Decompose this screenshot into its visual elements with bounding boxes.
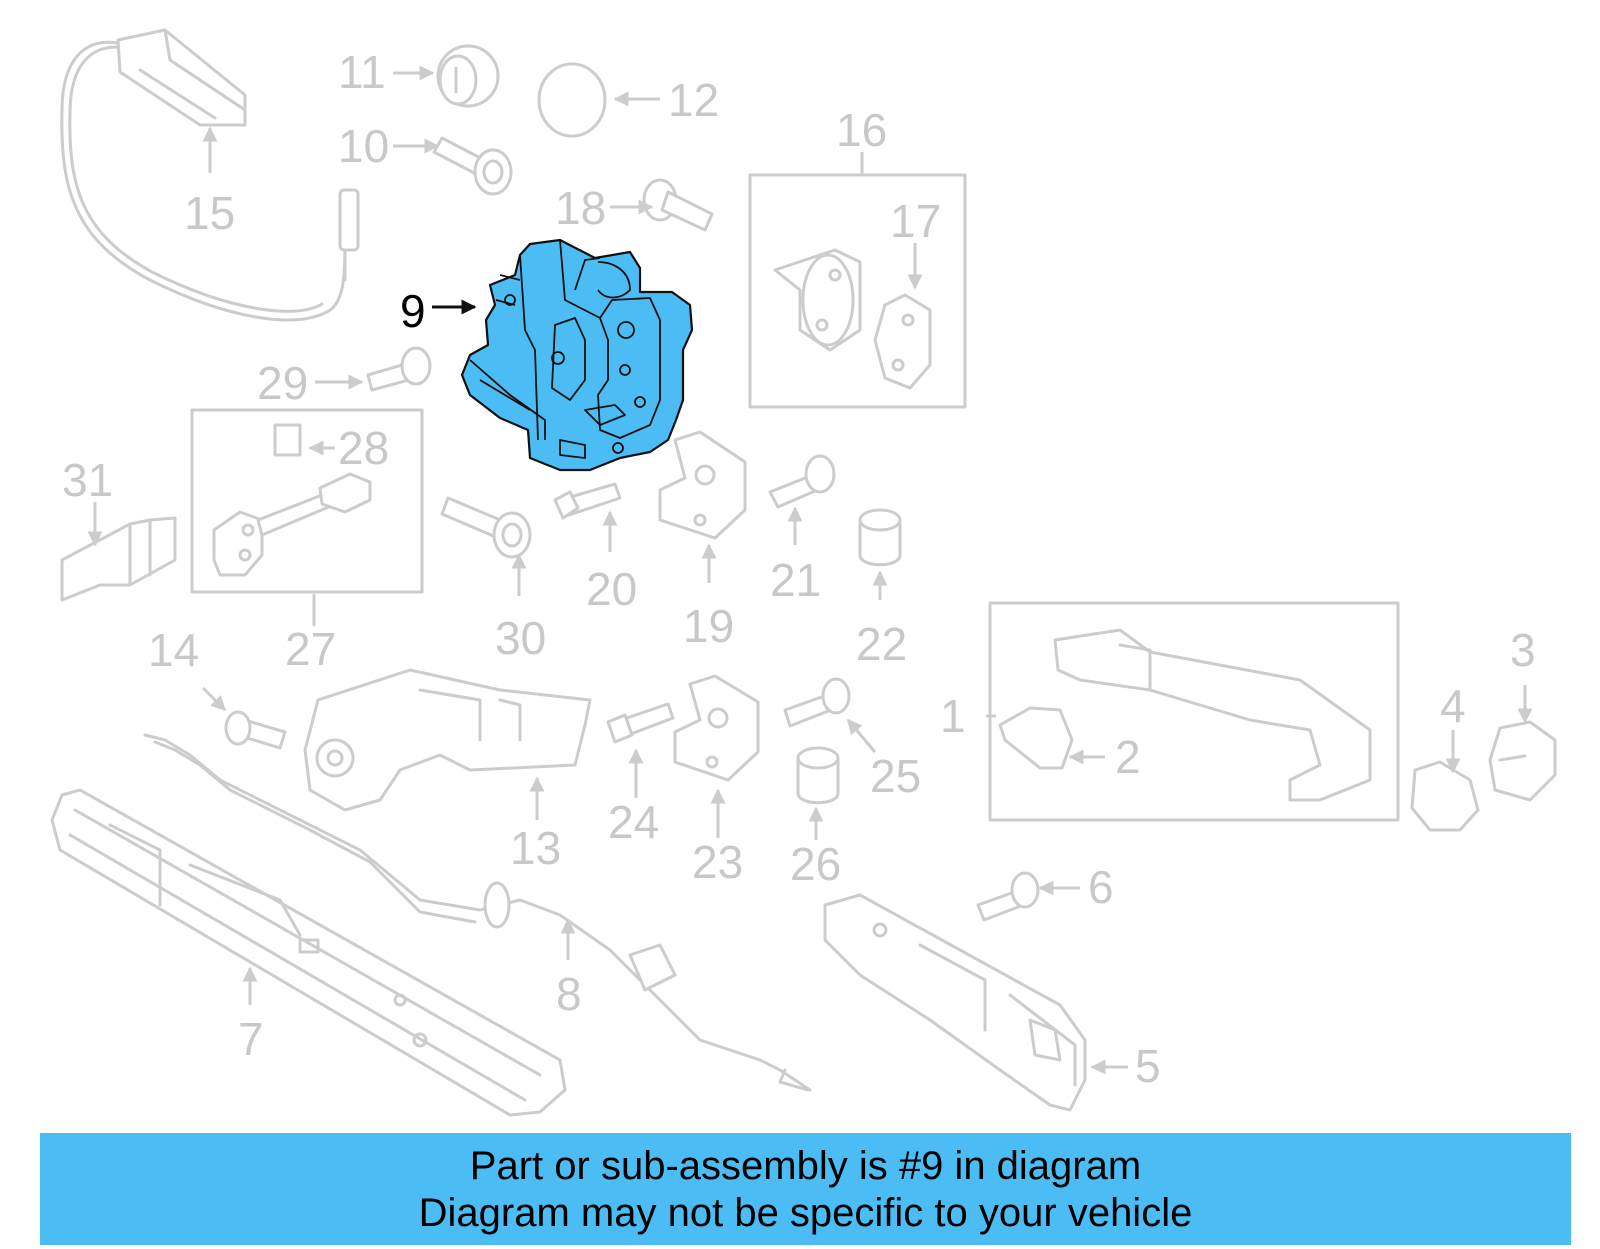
callout-15: 15 (184, 187, 235, 239)
part-10-bolt (432, 136, 513, 196)
callout-27: 27 (285, 623, 336, 675)
part-4-gasket (1410, 760, 1480, 832)
callout-23: 23 (692, 836, 743, 888)
callout-7: 7 (238, 1013, 264, 1065)
part-31-connector (60, 516, 177, 602)
callout-labels: 11 12 10 16 15 18 17 9 29 28 31 20 21 19… (62, 46, 1536, 1092)
part-16-box (748, 173, 967, 409)
callout-25: 25 (870, 750, 921, 802)
callout-8: 8 (556, 968, 582, 1020)
part-9-door-latch[interactable] (460, 238, 694, 472)
callout-31: 31 (62, 454, 113, 506)
part-5-bracket (823, 893, 1087, 1112)
callout-17: 17 (890, 195, 941, 247)
part-19-hinge (658, 430, 747, 540)
part-29-bolt (366, 346, 432, 392)
part-30-bolt (440, 496, 532, 559)
part-22-bushing (858, 508, 902, 567)
callout-1: 1 (940, 690, 966, 742)
callout-11: 11 (338, 46, 386, 98)
callout-9: 9 (400, 285, 426, 337)
callout-24: 24 (608, 796, 659, 848)
part-8-cable (143, 733, 812, 1092)
banner-line-1: Part or sub-assembly is #9 in diagram (469, 1144, 1142, 1188)
part-12-plug (537, 62, 607, 138)
part-26-bushing (796, 746, 840, 805)
part-11-grommet (436, 44, 500, 108)
callout-14: 14 (148, 624, 199, 676)
callout-10: 10 (338, 120, 389, 172)
callout-12: 12 (668, 74, 719, 126)
part-24-bolt (606, 702, 675, 744)
callout-5: 5 (1135, 1040, 1161, 1092)
callout-30: 30 (495, 612, 546, 664)
part-15-cable (60, 28, 360, 322)
part-20-bolt (553, 482, 622, 520)
callout-29: 29 (257, 357, 308, 409)
callout-28: 28 (338, 422, 389, 474)
callout-2: 2 (1115, 731, 1141, 783)
callout-16: 16 (836, 104, 887, 156)
part-25-bolt (783, 677, 851, 728)
callout-20: 20 (586, 563, 637, 615)
callout-3: 3 (1510, 624, 1536, 676)
part-3-cap (1488, 720, 1557, 802)
callout-6: 6 (1088, 861, 1114, 913)
part-14-bolt (224, 710, 287, 750)
callout-26: 26 (790, 838, 841, 890)
part-13-housing (303, 668, 592, 812)
banner-line-2: Diagram may not be specific to your vehi… (418, 1191, 1193, 1235)
part-1-box (988, 601, 1400, 822)
part-6-bolt (976, 871, 1040, 922)
callout-19: 19 (683, 600, 734, 652)
callout-21: 21 (770, 554, 821, 606)
callout-4: 4 (1440, 680, 1466, 732)
part-27-box (190, 408, 424, 594)
part-18-bolt (642, 178, 714, 232)
part-7-trim-panel (50, 788, 567, 1117)
part-21-bolt (768, 454, 836, 509)
info-banner: Part or sub-assembly is #9 in diagram Di… (40, 1133, 1571, 1245)
part-23-hinge (673, 674, 760, 782)
callout-18: 18 (555, 182, 606, 234)
callout-22: 22 (856, 618, 907, 670)
leader-arrows (87, 65, 1533, 1075)
callout-13: 13 (510, 822, 561, 874)
